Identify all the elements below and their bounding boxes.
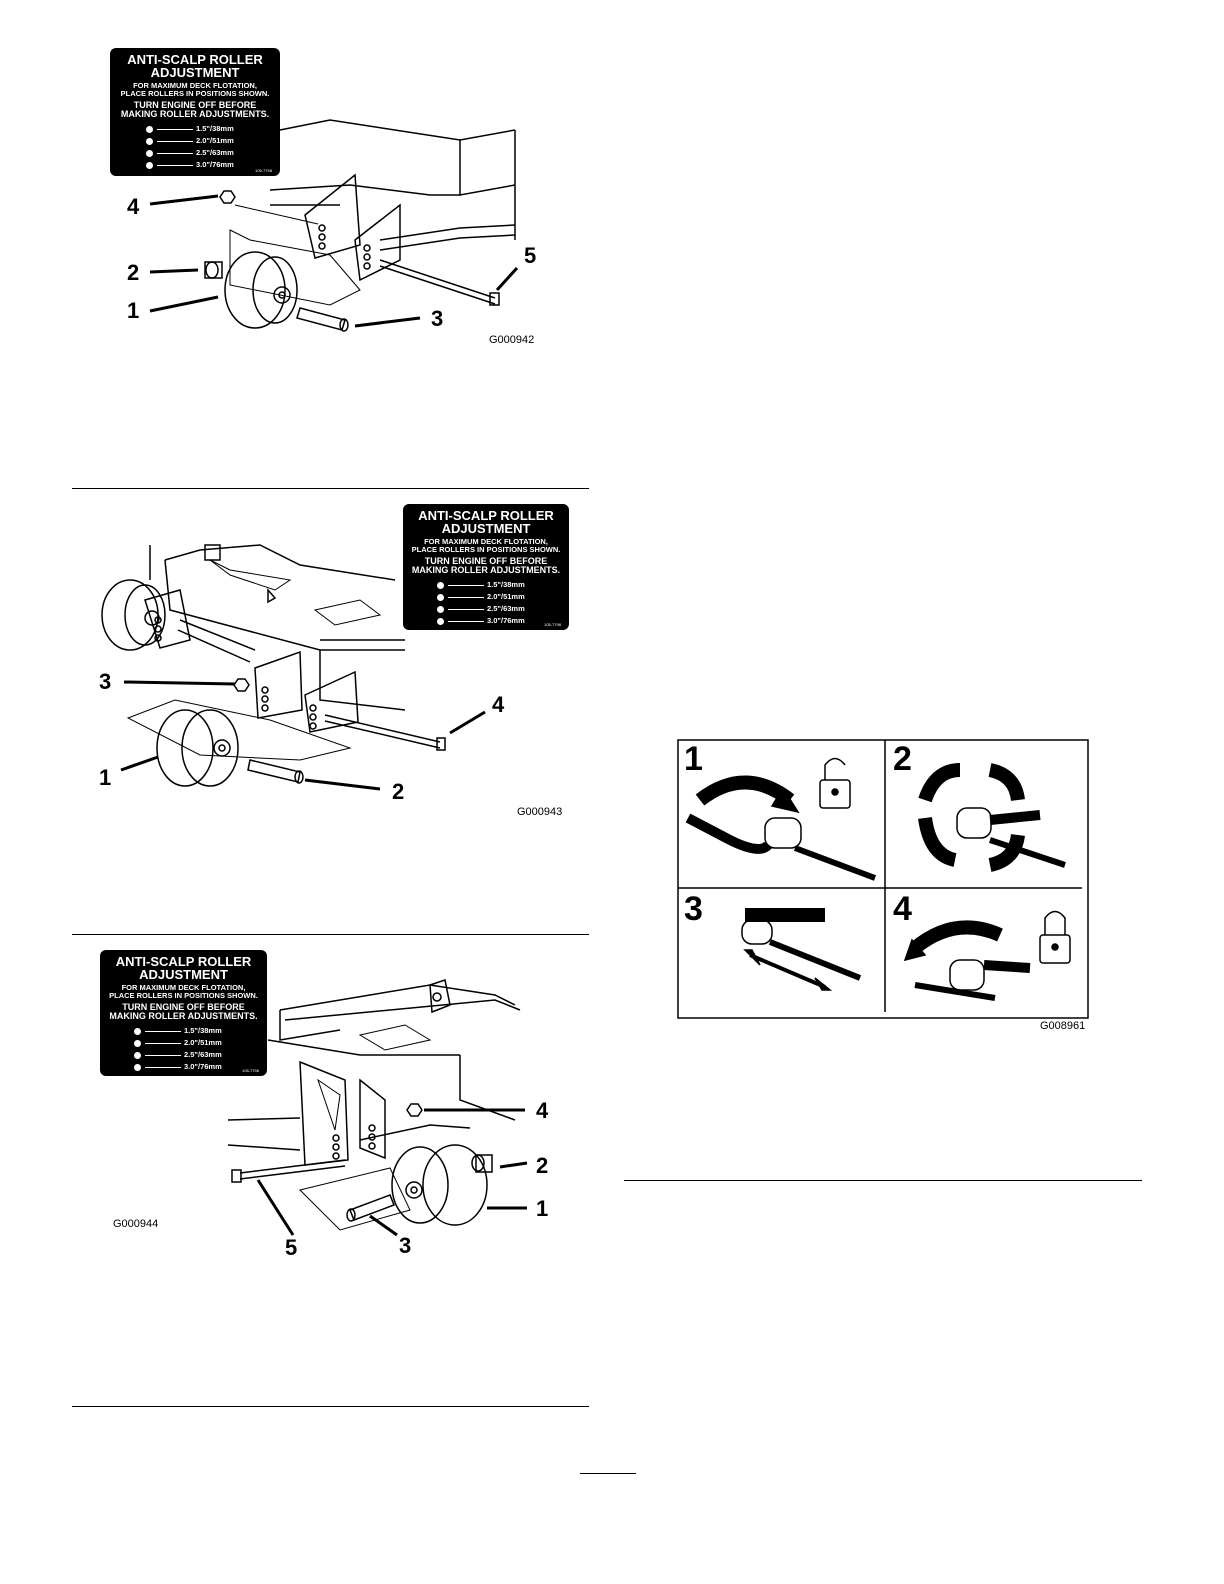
hole-dot-icon bbox=[146, 137, 153, 145]
page-footer-rule bbox=[580, 1473, 636, 1474]
decal-title-2: ADJUSTMENT bbox=[139, 967, 228, 982]
decal-note-2: PLACE ROLLERS IN POSITIONS SHOWN. bbox=[109, 991, 258, 1000]
decal-title-2: ADJUSTMENT bbox=[150, 65, 240, 80]
decal-height-row: 3.0"/76mm bbox=[437, 615, 569, 627]
hole-dot-icon bbox=[134, 1063, 141, 1071]
decal-note-2: PLACE ROLLERS IN POSITIONS SHOWN. bbox=[120, 89, 270, 98]
decal-height-row: 3.0"/76mm bbox=[146, 159, 280, 171]
decal-warning: TURN ENGINE OFF BEFORE bbox=[133, 100, 257, 110]
figure-code: G008961 bbox=[1040, 1020, 1086, 1032]
decal-height-row: 2.0"/51mm bbox=[437, 591, 569, 603]
decal-warning: TURN ENGINE OFF BEFORE bbox=[424, 556, 548, 566]
callout-4: 4 bbox=[536, 1098, 549, 1123]
decal-height-row: 2.5"/63mm bbox=[134, 1049, 267, 1061]
decal-warning: TURN ENGINE OFF BEFORE bbox=[122, 1002, 245, 1012]
hole-dot-icon bbox=[146, 149, 153, 157]
figure-code: G000944 bbox=[113, 1218, 159, 1230]
decal-height-row: 1.5"/38mm bbox=[437, 579, 569, 591]
callout-3: 3 bbox=[431, 306, 444, 331]
decal-height-row: 2.5"/63mm bbox=[437, 603, 569, 615]
section-divider bbox=[624, 1180, 1142, 1181]
decal-note-2: PLACE ROLLERS IN POSITIONS SHOWN. bbox=[411, 545, 561, 554]
callout-4: 4 bbox=[492, 692, 505, 717]
callout-2: 2 bbox=[392, 779, 405, 804]
step-number: 3 bbox=[684, 890, 703, 928]
hole-dot-icon bbox=[437, 617, 444, 625]
callout-4: 4 bbox=[127, 194, 140, 219]
decal-note: FOR MAXIMUM DECK FLOTATION, bbox=[121, 983, 246, 992]
hole-dot-icon bbox=[437, 581, 444, 589]
hole-dot-icon bbox=[134, 1051, 141, 1059]
step-number: 2 bbox=[893, 740, 912, 778]
decal-title: ANTI-SCALP ROLLER bbox=[418, 508, 554, 523]
decal-note: FOR MAXIMUM DECK FLOTATION, bbox=[424, 537, 548, 546]
hole-dot-icon bbox=[146, 161, 153, 169]
figure-code: G000943 bbox=[517, 806, 563, 818]
callout-3: 3 bbox=[399, 1233, 412, 1258]
hole-dot-icon bbox=[437, 593, 444, 601]
section-divider bbox=[72, 488, 589, 489]
anti-scalp-decal: ANTI-SCALP ROLLER ADJUSTMENT FOR MAXIMUM… bbox=[100, 950, 267, 1076]
hole-dot-icon bbox=[134, 1039, 141, 1047]
decal-part-code: 105-7798 bbox=[544, 622, 561, 627]
hole-dot-icon bbox=[437, 605, 444, 613]
decal-height-row: 1.5"/38mm bbox=[134, 1025, 267, 1037]
decal-part-code: 105-7798 bbox=[255, 168, 272, 173]
decal-warning-2: MAKING ROLLER ADJUSTMENTS. bbox=[120, 109, 270, 119]
decal-warning-2: MAKING ROLLER ADJUSTMENTS. bbox=[109, 1011, 258, 1021]
callout-2: 2 bbox=[127, 260, 140, 285]
step-number: 4 bbox=[893, 890, 912, 928]
decal-note: FOR MAXIMUM DECK FLOTATION, bbox=[133, 81, 257, 90]
anti-scalp-decal: ANTI-SCALP ROLLER ADJUSTMENT FOR MAXIMUM… bbox=[403, 504, 569, 630]
decal-warning-2: MAKING ROLLER ADJUSTMENTS. bbox=[411, 565, 561, 575]
section-divider bbox=[72, 934, 589, 935]
step-number: 1 bbox=[684, 740, 703, 778]
callout-1: 1 bbox=[536, 1196, 549, 1221]
decal-height-row: 2.5"/63mm bbox=[146, 147, 280, 159]
figure-code: G000942 bbox=[489, 334, 535, 346]
callout-1: 1 bbox=[99, 765, 112, 790]
decal-title: ANTI-SCALP ROLLER bbox=[115, 954, 252, 969]
decal-part-code: 105-7798 bbox=[242, 1068, 259, 1073]
anti-scalp-decal: ANTI-SCALP ROLLER ADJUSTMENT FOR MAXIMUM… bbox=[110, 48, 280, 176]
hole-dot-icon bbox=[134, 1027, 141, 1035]
decal-title: ANTI-SCALP ROLLER bbox=[127, 52, 263, 67]
callout-5: 5 bbox=[285, 1235, 298, 1260]
callout-5: 5 bbox=[524, 243, 537, 268]
decal-height-row: 2.0"/51mm bbox=[146, 135, 280, 147]
decal-title-2: ADJUSTMENT bbox=[441, 521, 531, 536]
decal-height-row: 3.0"/76mm bbox=[134, 1061, 267, 1073]
callout-2: 2 bbox=[536, 1153, 549, 1178]
callout-3: 3 bbox=[99, 669, 112, 694]
decal-height-row: 1.5"/38mm bbox=[146, 123, 280, 135]
hole-dot-icon bbox=[146, 125, 153, 133]
decal-height-row: 2.0"/51mm bbox=[134, 1037, 267, 1049]
callout-1: 1 bbox=[127, 298, 140, 323]
section-divider bbox=[72, 1406, 589, 1407]
